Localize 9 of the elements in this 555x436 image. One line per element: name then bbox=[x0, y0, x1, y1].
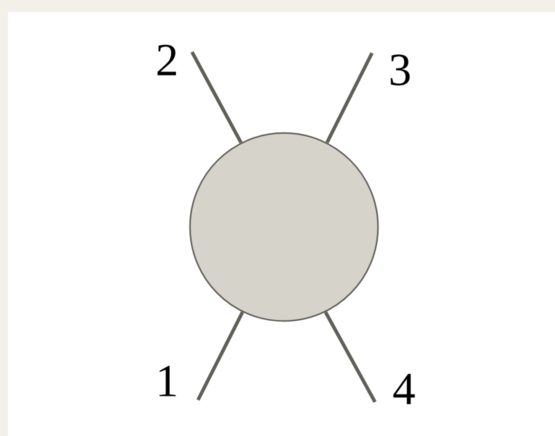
leg-line bbox=[324, 311, 377, 403]
leg-line bbox=[190, 51, 243, 144]
blob-circle bbox=[189, 132, 379, 322]
leg-line bbox=[325, 52, 374, 144]
leg-label: 1 bbox=[160, 366, 176, 396]
leg-label: 2 bbox=[158, 44, 176, 76]
leg-label: 3 bbox=[390, 54, 410, 86]
leg-line bbox=[196, 311, 244, 401]
leg-label: 4 bbox=[393, 374, 415, 404]
